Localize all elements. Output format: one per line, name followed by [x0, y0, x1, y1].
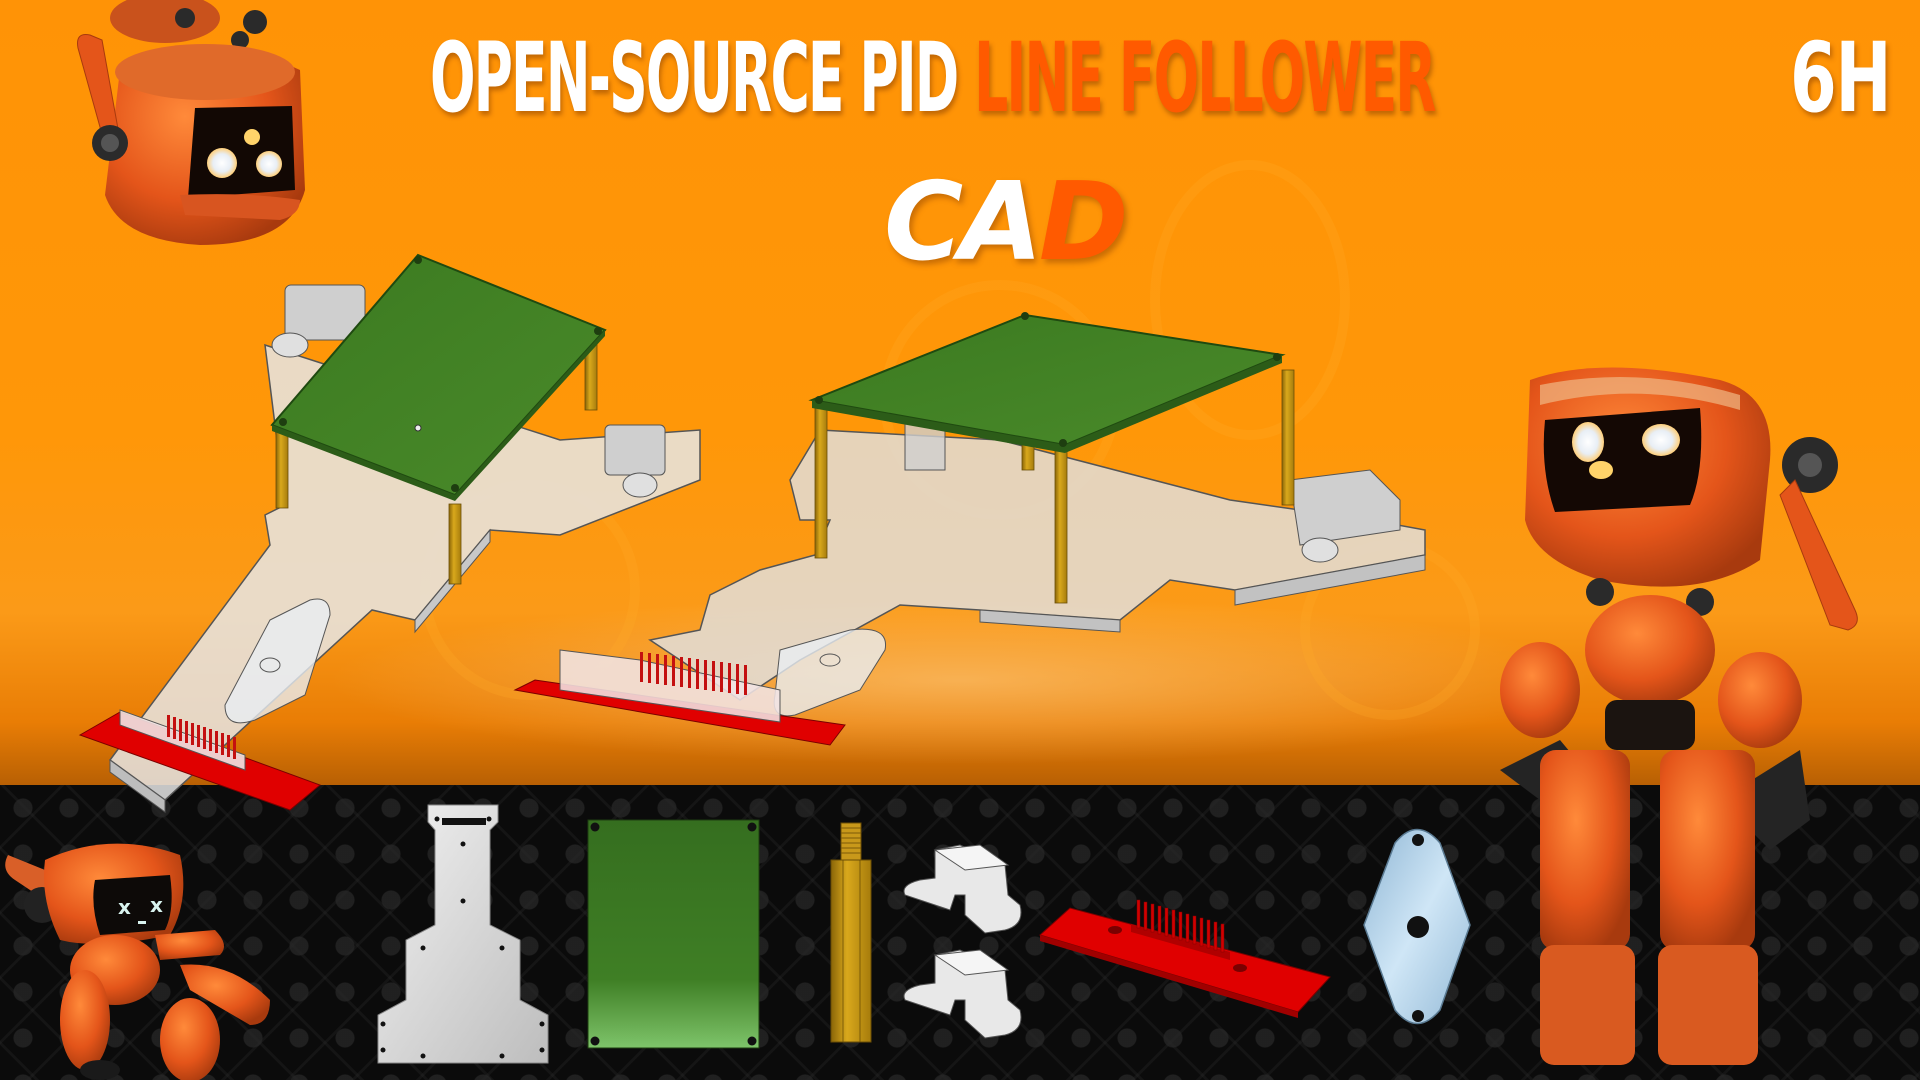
- sensor-array-board: [1039, 899, 1331, 1018]
- motor-bracket: [903, 844, 1022, 1039]
- brass-standoff: [830, 822, 872, 1043]
- cad-subtitle: CAD: [884, 160, 1129, 285]
- cad-subtitle-white: CA: [884, 160, 1043, 285]
- duration-badge: 6H: [1790, 22, 1892, 134]
- svg-text:x: x: [118, 895, 131, 919]
- svg-text:x: x: [150, 893, 163, 917]
- cad-assembly-view-2: [513, 312, 1426, 746]
- motor-bracket-icon: [904, 399, 1401, 563]
- title-part-line-follower: LINE FOLLOWER: [974, 22, 1436, 134]
- pcb-board: [587, 819, 760, 1049]
- chassis-plate: [377, 804, 549, 1064]
- caster-plate: [1363, 828, 1471, 1025]
- title-part-open-source-pid: OPEN-SOURCE PID: [430, 22, 975, 134]
- video-title: OPEN-SOURCE PID LINE FOLLOWER: [430, 22, 1437, 134]
- robot-head-top-left: [77, 0, 305, 245]
- cad-subtitle-orange: D: [1038, 160, 1129, 285]
- motor-bracket-icon: [271, 284, 666, 498]
- robot-sitting-bottom-left: x x: [5, 843, 270, 1080]
- decorative-swirl: [1150, 160, 1350, 440]
- robot-standing-right: [1500, 367, 1858, 1065]
- cad-assembly-view-1: [78, 253, 701, 813]
